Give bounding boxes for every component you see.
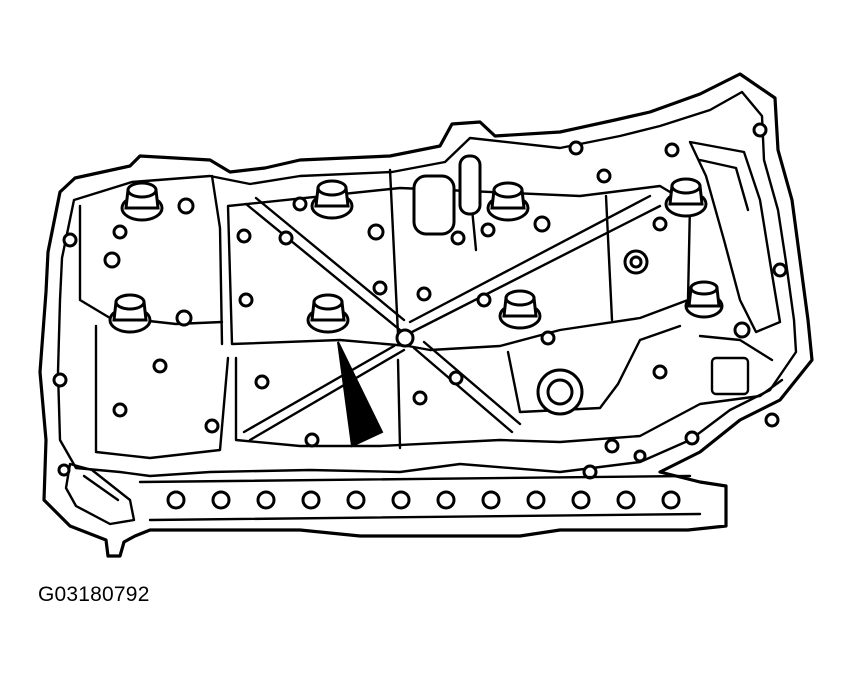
bolt-hole	[596, 168, 612, 184]
bolt-hole	[533, 215, 551, 233]
bolt-hole	[62, 232, 78, 248]
bolt-hole	[752, 122, 768, 138]
bolt	[306, 293, 350, 334]
bolt	[684, 280, 724, 319]
bolt-hole	[416, 286, 432, 302]
bolt-hole	[112, 402, 128, 418]
bolt-holes	[52, 122, 788, 480]
bolt-hole	[450, 230, 466, 246]
lower-rail	[138, 474, 702, 522]
bolt-hole	[480, 222, 496, 238]
bolt-hole	[652, 364, 668, 380]
cross-braces	[242, 194, 662, 442]
bolt-hole	[476, 292, 492, 308]
rail-hole	[391, 490, 411, 510]
bolt-hole	[152, 358, 168, 374]
bolt-hole	[412, 390, 428, 406]
bolt-hole	[448, 370, 464, 386]
bolt-hole	[175, 309, 193, 327]
bolt-hole	[304, 432, 320, 448]
bolt-hole	[633, 449, 647, 463]
rail-hole	[301, 490, 321, 510]
oil-pan-outline	[38, 72, 814, 558]
boss-features	[64, 154, 649, 526]
bolt-hole	[254, 374, 270, 390]
rail-hole	[436, 490, 456, 510]
lower-rail-holes	[166, 490, 681, 510]
bolt-hole	[604, 438, 620, 454]
bolt-hole	[540, 330, 556, 346]
bolt	[498, 289, 542, 330]
rail-hole	[481, 490, 501, 510]
bolt-hole	[112, 224, 128, 240]
bolt-hole	[177, 197, 195, 215]
rail-hole	[346, 490, 366, 510]
bolt-hole	[568, 140, 584, 156]
bolt-hole	[772, 262, 788, 278]
rail-hole	[661, 490, 681, 510]
indicator-arrow	[337, 341, 384, 448]
bolt-hole	[684, 430, 700, 446]
bolt-hole	[57, 463, 71, 477]
rail-hole	[166, 490, 186, 510]
bolt	[310, 179, 354, 220]
bolt-hole	[236, 228, 252, 244]
bolt-hole	[278, 230, 294, 246]
figure-id-label: G03180792	[38, 583, 150, 606]
rail-hole	[211, 490, 231, 510]
bolt-hole	[238, 292, 254, 308]
rail-hole	[526, 490, 546, 510]
rail-hole	[256, 490, 276, 510]
bolt-hole	[103, 251, 121, 269]
bolt-group	[108, 177, 724, 334]
rail-hole	[616, 490, 636, 510]
bolt-hole	[292, 196, 308, 212]
bolt-hole	[204, 418, 220, 434]
bolt	[108, 293, 152, 334]
bolt-hole	[664, 142, 680, 158]
bolt-hole	[764, 412, 780, 428]
bolt	[120, 181, 164, 222]
bolt-hole	[652, 216, 668, 232]
bolt-hole	[367, 223, 385, 241]
right-side-block	[506, 140, 782, 414]
bolt	[664, 177, 708, 218]
rail-hole	[571, 490, 591, 510]
bolt-hole	[733, 321, 751, 339]
bolt-hole	[52, 372, 68, 388]
bolt-hole	[372, 280, 388, 296]
bolt	[486, 181, 530, 222]
